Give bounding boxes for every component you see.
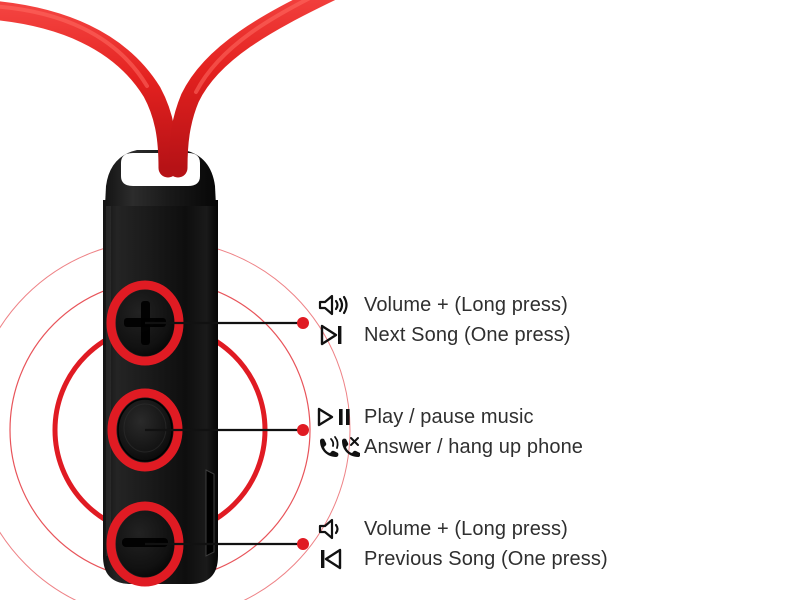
leader-dot-play-pause xyxy=(297,424,309,436)
leader-dot-volume-up xyxy=(297,317,309,329)
cable-right-highlight xyxy=(194,0,311,94)
callout-volume-down: Volume + (Long press) Previous Song (One… xyxy=(318,515,608,573)
callout-text: Play / pause music xyxy=(364,406,534,428)
body-left-highlight xyxy=(106,206,111,556)
play-pause-icon xyxy=(316,404,364,430)
cable-right xyxy=(168,0,336,178)
callout-line: Volume + (Long press) xyxy=(318,515,608,543)
callout-text: Answer / hang up phone xyxy=(364,436,584,458)
callout-text: Next Song (One press) xyxy=(364,324,571,346)
callout-line: Previous Song (One press) xyxy=(318,545,608,573)
speaker-wave-icon xyxy=(318,516,364,542)
callout-line: Play / pause music xyxy=(316,403,583,431)
callout-text: Previous Song (One press) xyxy=(364,548,608,570)
previous-track-icon xyxy=(318,546,364,572)
callout-volume-up: Volume + (Long press) Next Song (One pre… xyxy=(318,291,571,349)
callout-line: Answer / hang up phone xyxy=(316,433,583,461)
callout-line: Next Song (One press) xyxy=(318,321,571,349)
callout-text: Volume + (Long press) xyxy=(364,518,568,540)
cable-left-highlight xyxy=(0,4,149,88)
phone-answer-hangup-icon xyxy=(316,434,364,460)
leader-dot-volume-down xyxy=(297,538,309,550)
play-pause-inner-bevel xyxy=(123,403,167,453)
charging-port-slot xyxy=(205,469,215,557)
callout-line: Volume + (Long press) xyxy=(318,291,571,319)
callout-play-pause: Play / pause music xyxy=(316,403,583,461)
speaker-waves-icon xyxy=(318,292,364,318)
callout-text: Volume + (Long press) xyxy=(364,294,568,316)
next-track-icon xyxy=(318,322,364,348)
